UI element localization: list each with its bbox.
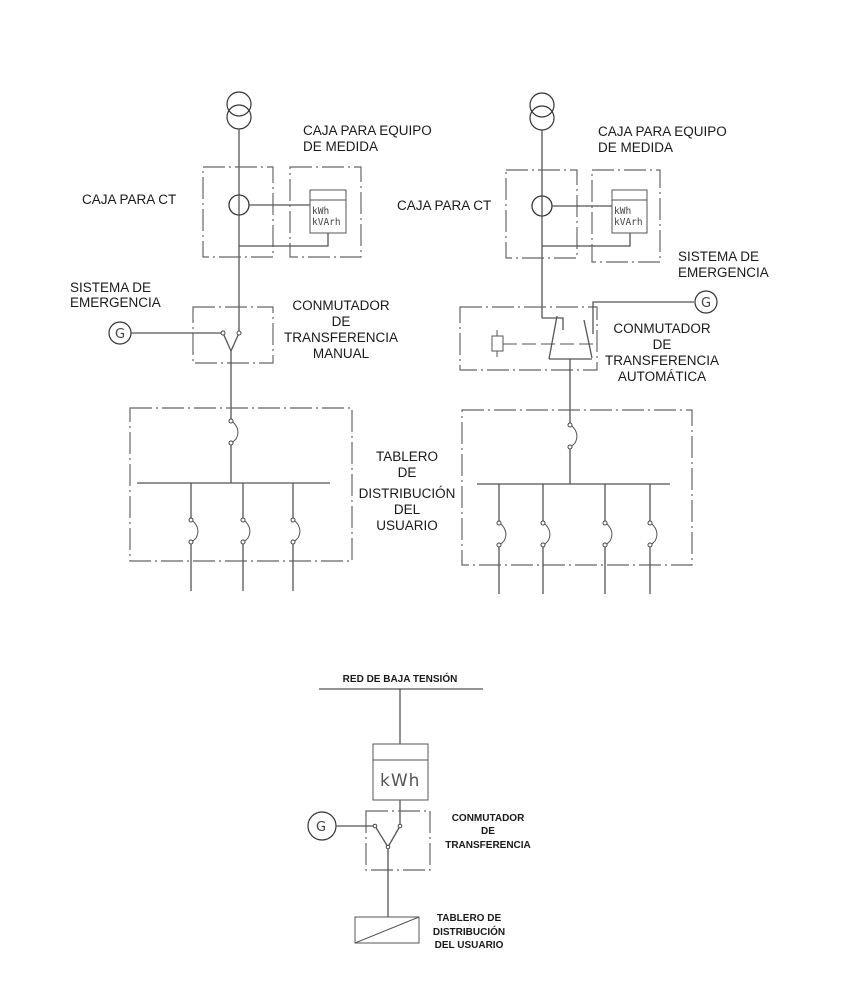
branch-circuit xyxy=(496,484,507,594)
label-board-2: DISTRIBUCIÓN xyxy=(433,925,505,938)
ct-box xyxy=(202,166,274,258)
label-meter-box-1: CAJA PARA EQUIPO xyxy=(303,123,432,138)
transfer-switch-box xyxy=(459,306,598,371)
circuit-breaker-icon xyxy=(496,520,507,548)
energy-meter-icon: kWh kVArh xyxy=(611,189,648,234)
label-switch-1: CONMUTADOR xyxy=(613,321,710,336)
branch-circuit xyxy=(290,483,301,591)
label-switch-3: TRANSFERENCIA xyxy=(445,840,531,851)
transformer-icon xyxy=(226,91,252,130)
meter-box xyxy=(289,166,362,258)
svg-text:G: G xyxy=(701,296,711,311)
branch-circuit xyxy=(647,484,658,594)
transfer-switch-box xyxy=(365,810,431,871)
meter-box xyxy=(591,169,661,263)
label-board-1: TABLERO xyxy=(376,449,438,464)
label-switch-2: DE xyxy=(332,314,351,329)
label-meter-box-2: DE MEDIDA xyxy=(598,140,673,155)
transfer-switch-box xyxy=(192,306,274,364)
diagram-left: kWh kVArh CAJA PARA EQUIPO DE MEDIDA CAJ… xyxy=(70,91,432,591)
label-board-1: TABLERO DE xyxy=(437,913,502,924)
label-switch-2: DE xyxy=(653,337,672,352)
circuit-breaker-icon xyxy=(602,520,613,548)
board-label: TABLERO DE DISTRIBUCIÓN DEL USUARIO xyxy=(359,449,456,533)
transfer-switch-icon xyxy=(372,823,403,850)
label-switch-4: AUTOMÁTICA xyxy=(618,369,706,384)
generator-icon: G xyxy=(108,321,132,345)
diagram-bottom: RED DE BAJA TENSIÓN kWh G CONMUTADOR DE … xyxy=(307,672,531,951)
branch-circuit xyxy=(602,484,613,594)
label-emergency-1: SISTEMA DE xyxy=(70,280,151,295)
circuit-breaker-icon xyxy=(240,517,251,545)
diagram-right: kWh kVArh CAJA PARA EQUIPO DE MEDIDA CAJ… xyxy=(397,92,769,594)
circuit-breaker-icon xyxy=(647,520,658,548)
generator-icon: G xyxy=(694,290,718,314)
manual-transfer-switch-icon xyxy=(220,330,242,352)
label-meter-box-1: CAJA PARA EQUIPO xyxy=(598,124,727,139)
label-board-3: DEL USUARIO xyxy=(435,940,504,951)
meter-label-kvarh: kVArh xyxy=(614,217,643,228)
generator-icon: G xyxy=(307,811,337,841)
branch-circuit xyxy=(540,484,551,594)
label-board-3: DISTRIBUCIÓN xyxy=(359,486,456,501)
ct-box xyxy=(505,169,578,259)
label-board-4: DEL xyxy=(394,502,421,517)
svg-text:G: G xyxy=(316,820,326,835)
circuit-breaker-icon xyxy=(228,418,239,446)
label-emergency-1: SISTEMA DE xyxy=(678,249,759,264)
circuit-breaker-icon xyxy=(290,517,301,545)
distribution-board-box xyxy=(461,409,693,566)
svg-text:G: G xyxy=(115,327,125,342)
circuit-breaker-icon xyxy=(188,517,199,545)
label-switch-2: DE xyxy=(481,826,495,837)
label-switch-3: TRANSFERENCIA xyxy=(605,353,719,368)
label-switch-4: MANUAL xyxy=(313,346,370,361)
branch-circuit xyxy=(188,483,199,591)
meter-label-kvarh: kVArh xyxy=(312,217,341,228)
label-meter-box-2: DE MEDIDA xyxy=(303,139,378,154)
transformer-icon xyxy=(529,92,555,131)
label-ct-box: CAJA PARA CT xyxy=(82,192,176,207)
branch-circuit xyxy=(240,483,251,591)
distribution-board-box xyxy=(129,407,353,562)
label-network: RED DE BAJA TENSIÓN xyxy=(343,672,458,685)
label-switch-3: TRANSFERENCIA xyxy=(284,330,398,345)
energy-meter-icon: kWh kVArh xyxy=(309,189,347,234)
circuit-breaker-icon xyxy=(567,422,578,450)
label-switch-1: CONMUTADOR xyxy=(292,298,389,313)
distribution-board-icon xyxy=(354,916,420,944)
meter-label-kwh: kWh xyxy=(312,206,329,217)
energy-meter-icon: kWh xyxy=(372,743,429,801)
label-ct-box: CAJA PARA CT xyxy=(397,198,491,213)
meter-label-kwh: kWh xyxy=(380,771,420,791)
label-board-2: DE xyxy=(398,465,417,480)
label-emergency-2: EMERGENCIA xyxy=(678,265,769,280)
circuit-breaker-icon xyxy=(540,520,551,548)
label-board-5: USUARIO xyxy=(376,518,438,533)
relay-coil-icon xyxy=(491,330,504,357)
label-emergency-2: EMERGENCIA xyxy=(70,295,161,310)
meter-label-kwh: kWh xyxy=(614,206,631,217)
label-switch-1: CONMUTADOR xyxy=(452,813,525,824)
